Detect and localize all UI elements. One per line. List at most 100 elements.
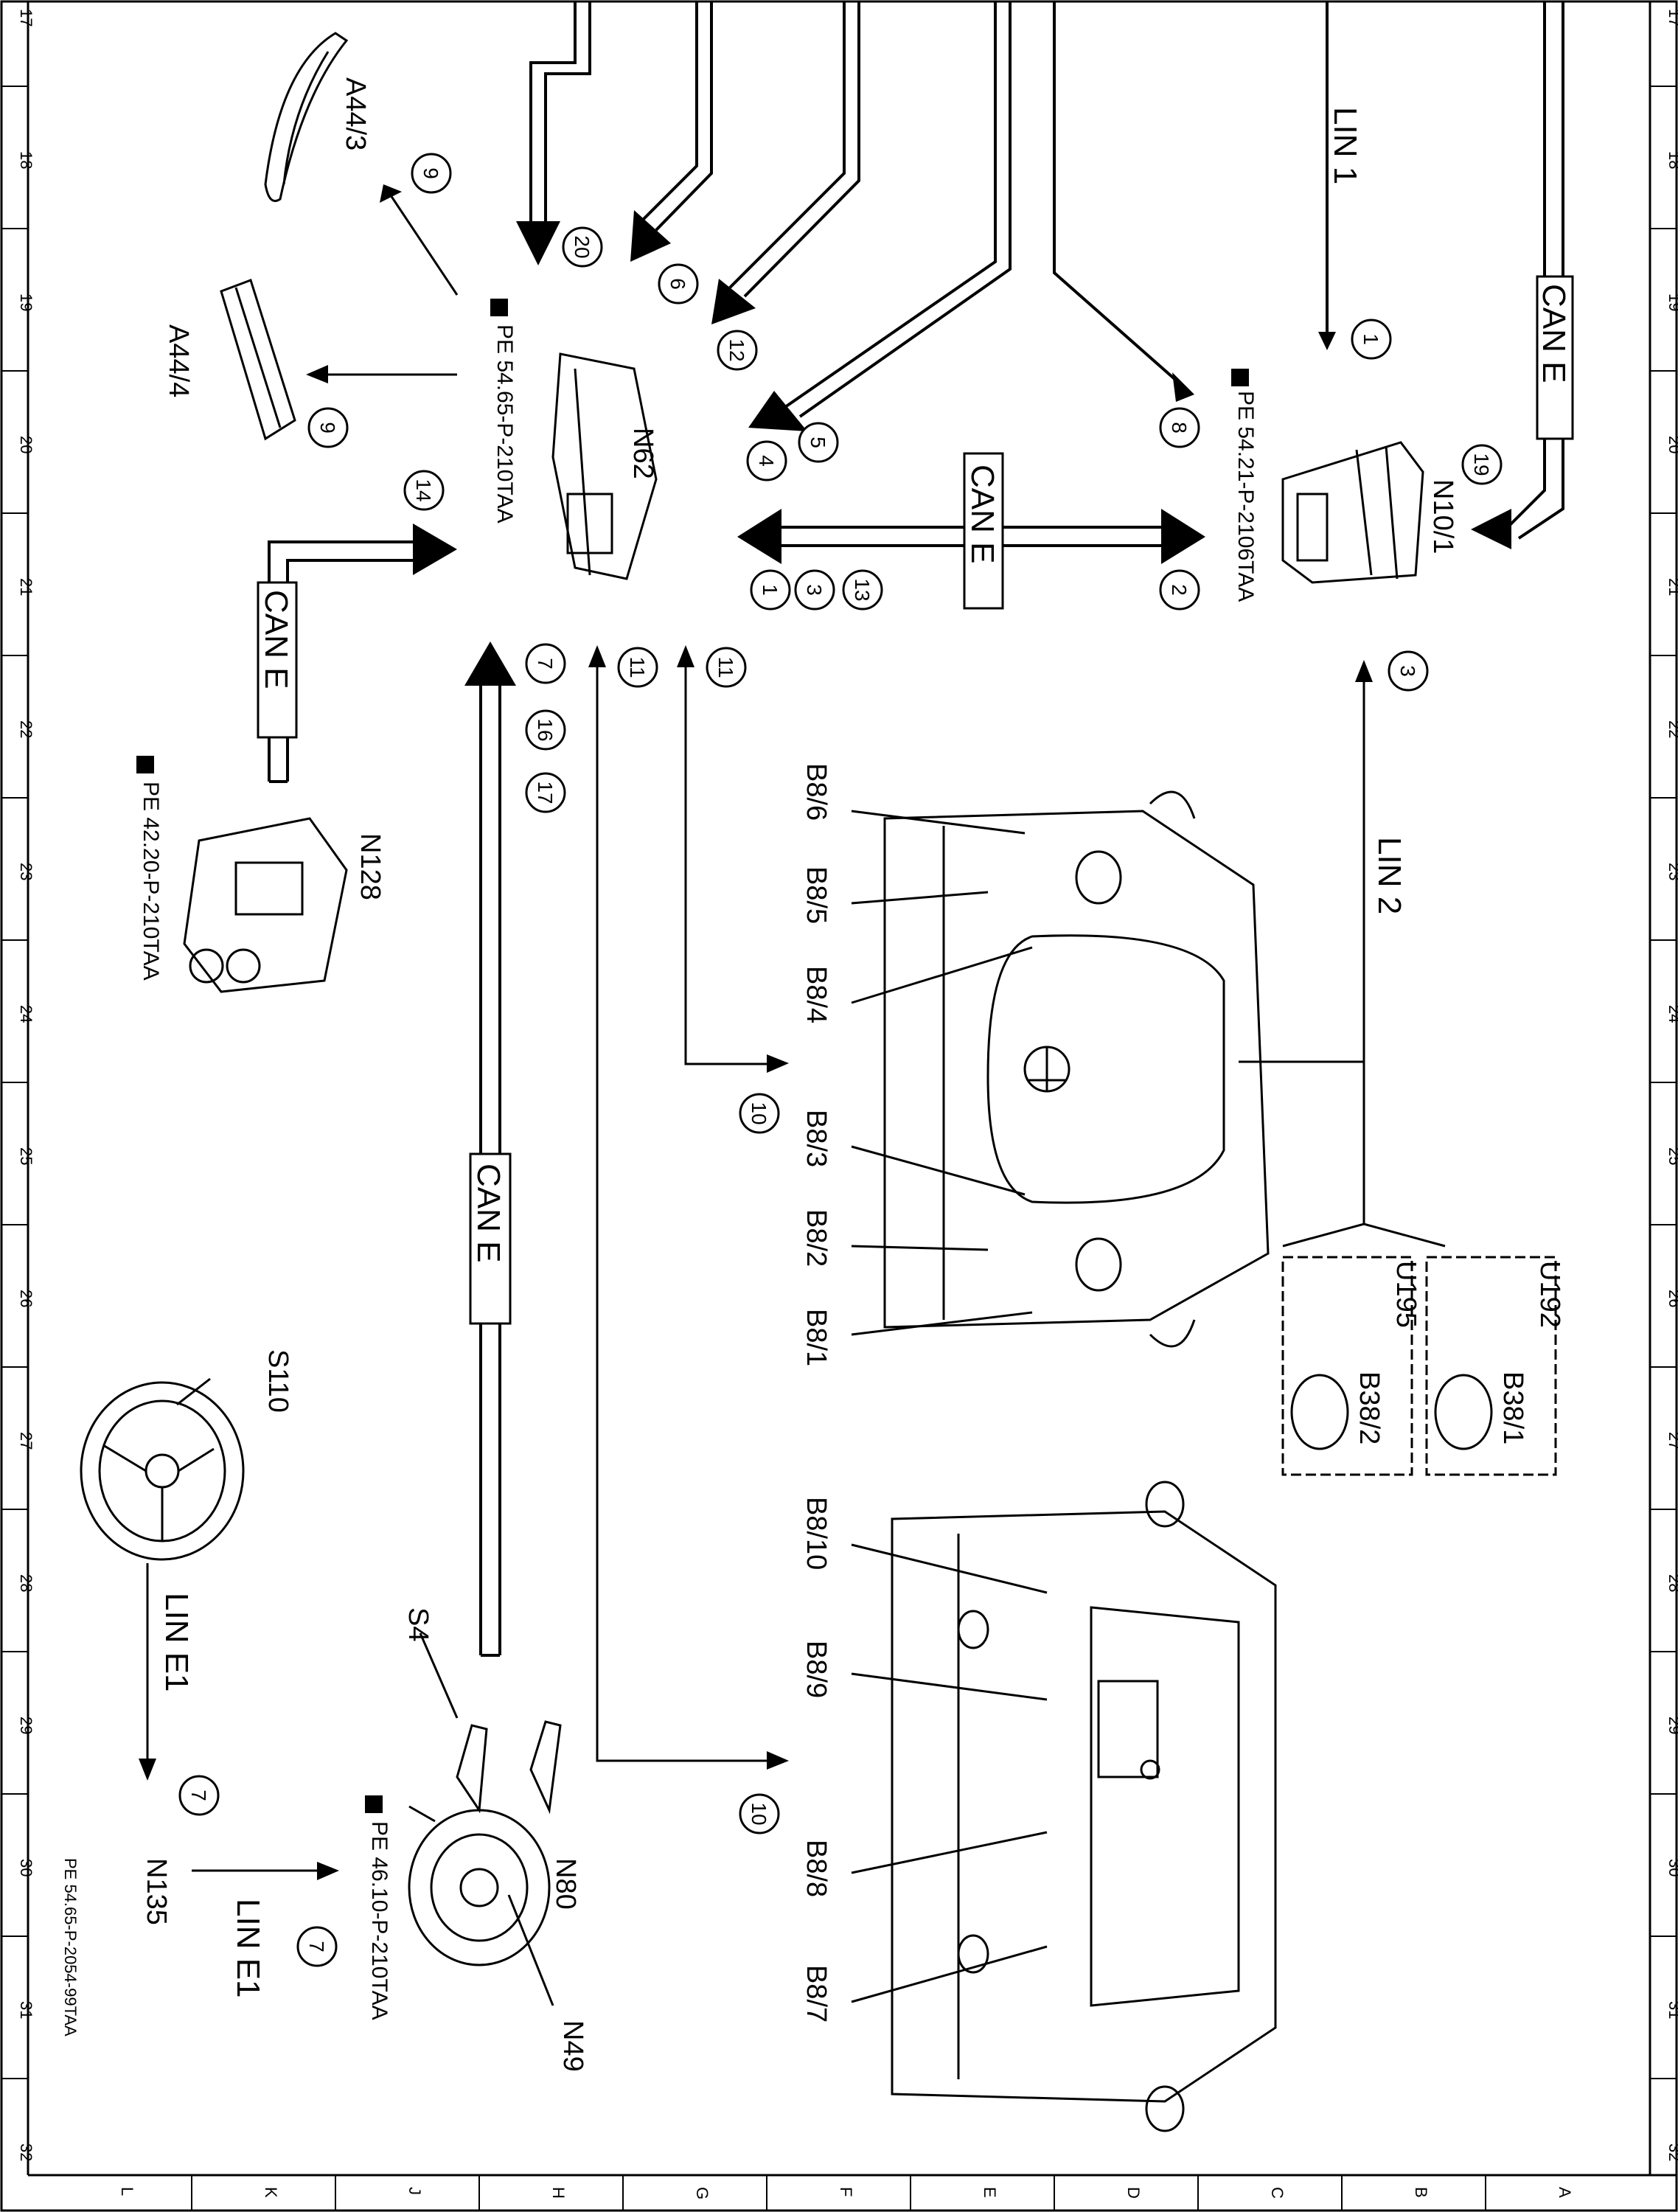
can-label-box-left — [257, 581, 298, 739]
callout-3b: 3 — [1388, 650, 1429, 692]
n80-steering-column-illustration — [408, 1720, 562, 1966]
n49-label: N49 — [557, 2020, 588, 2072]
n128-reference[interactable]: PE 42.20-P-210TAA — [139, 782, 163, 981]
grid-letter: E — [981, 2187, 999, 2198]
rear-sensor-labels: B8/10 B8/9 B8/8 B8/7 — [801, 1497, 832, 2023]
can-bus-vertical — [269, 686, 501, 1657]
svg-text:5: 5 — [807, 437, 829, 448]
grid-number: 20 — [1665, 436, 1678, 453]
arrowhead-5 — [748, 391, 807, 431]
callout-17: 17 — [525, 772, 566, 813]
arrowheads — [139, 210, 1511, 1880]
n62-illustration — [551, 352, 658, 580]
svg-text:1: 1 — [759, 584, 781, 596]
svg-text:7: 7 — [534, 658, 557, 669]
svg-text:8: 8 — [1168, 422, 1191, 434]
svg-text:9: 9 — [316, 422, 339, 434]
grid-number: 21 — [1665, 578, 1678, 596]
svg-text:13: 13 — [851, 578, 874, 601]
svg-text:7: 7 — [187, 1790, 210, 1801]
arrowhead-8 — [1172, 372, 1194, 402]
svg-text:2: 2 — [1168, 584, 1191, 596]
grid-letter: H — [549, 2187, 568, 2199]
arrowhead-7 — [464, 641, 516, 686]
grid-number: 30 — [17, 1859, 35, 1877]
grid-ticks — [1, 86, 1677, 2211]
svg-text:16: 16 — [534, 718, 557, 741]
front-bumper-illustration — [883, 790, 1270, 1348]
pointer-icon — [1231, 369, 1249, 386]
callout-10a: 10 — [739, 1093, 780, 1134]
grid-number: 27 — [1665, 1432, 1678, 1450]
b38-sensors — [1290, 1374, 1493, 1450]
sensor-label: B8/1 — [801, 1309, 832, 1366]
n80-label: N80 — [550, 1858, 581, 1910]
component-labels: A44/3 A44/4 N62 N10/1 N128 S110 S4 N80 N… — [141, 77, 1565, 2072]
grid-number: 32 — [1665, 2143, 1678, 2161]
bus-labels: CAN E CAN E CAN E CAN E LIN 1 LIN 2 LIN … — [159, 107, 1572, 1998]
grid-number: 23 — [1665, 863, 1678, 880]
rear-sensor-leaders — [851, 1543, 1048, 2003]
svg-text:10: 10 — [748, 1802, 770, 1825]
callout-4: 4 — [746, 440, 787, 481]
b38-1-label: B38/1 — [1497, 1371, 1528, 1444]
front-sensor-labels: B8/6 B8/5 B8/4 B8/3 B8/2 B8/1 — [801, 763, 832, 1366]
arrowhead-19 — [1471, 509, 1511, 549]
callout-19: 19 — [1461, 444, 1503, 485]
sensor-label: B8/7 — [801, 1965, 832, 2023]
callout-1b: 1 — [1351, 319, 1392, 360]
arrowhead-20 — [516, 221, 560, 265]
callout-7a: 7 — [525, 643, 566, 684]
grid-number: 18 — [17, 151, 35, 169]
arrowhead-10b — [767, 1751, 789, 1770]
pointer-icon — [365, 1795, 383, 1813]
callout-5: 5 — [798, 422, 839, 463]
component-leaders — [176, 1377, 554, 2006]
grid-number: 27 — [17, 1432, 35, 1450]
rear-bumper-illustration — [891, 1481, 1277, 2132]
grid-number: 31 — [1665, 2001, 1678, 2019]
grid-letter: G — [693, 2187, 711, 2199]
sensor-label: B8/8 — [801, 1840, 832, 1897]
grid-number: 21 — [17, 578, 35, 596]
callout-12: 12 — [717, 330, 758, 371]
n10-1-reference[interactable]: PE 54.21-P-2106TAA — [1233, 391, 1258, 602]
reference-labels: PE 54.65-P-210TAA PE 54.21-P-2106TAA PE … — [139, 324, 1258, 2020]
callout-1a: 1 — [750, 569, 791, 611]
sensor-label: B8/4 — [801, 966, 832, 1023]
can-e-label: CAN E — [1536, 284, 1572, 383]
n128-label: N128 — [355, 833, 386, 900]
can-label-box-center — [963, 452, 1004, 610]
grid-number: 17 — [1665, 9, 1678, 27]
callout-7b: 7 — [178, 1775, 220, 1816]
grid-number: 25 — [1665, 1147, 1678, 1165]
arrowhead-can-left — [737, 509, 781, 564]
grid-letter: A — [1556, 2187, 1574, 2198]
svg-text:6: 6 — [666, 278, 689, 290]
callout-11b: 11 — [706, 647, 747, 688]
grid-number-labels: 17 18 19 20 21 22 23 24 25 26 27 28 29 3… — [17, 9, 1678, 2161]
arrowhead-lin1 — [1318, 332, 1336, 350]
grid-letter: F — [837, 2187, 855, 2197]
arrowhead-10a — [767, 1054, 789, 1073]
callout-2: 2 — [1159, 569, 1200, 611]
svg-text:11: 11 — [714, 656, 737, 678]
sensor-label: B8/10 — [801, 1497, 832, 1570]
n80-reference[interactable]: PE 46.10-P-210TAA — [367, 1821, 391, 2020]
sensor-label: B8/9 — [801, 1641, 832, 1698]
arrowhead-6 — [630, 210, 671, 262]
lin-1-label: LIN 1 — [1327, 107, 1363, 184]
svg-text:12: 12 — [725, 338, 748, 361]
svg-text:9: 9 — [420, 167, 442, 179]
u192-label: U192 — [1534, 1261, 1565, 1328]
can-e-label: CAN E — [470, 1164, 506, 1262]
callout-9a: 9 — [411, 153, 452, 194]
n62-reference[interactable]: PE 54.65-P-210TAA — [492, 324, 517, 524]
grid-number: 20 — [17, 436, 35, 453]
lin-e1-label: LIN E1 — [230, 1899, 266, 1998]
a44-3-label: A44/3 — [340, 77, 371, 150]
front-sensor-leaders — [851, 810, 1033, 1336]
pointer-icon — [136, 756, 154, 773]
svg-text:4: 4 — [755, 455, 778, 467]
grid-number: 22 — [17, 720, 35, 738]
